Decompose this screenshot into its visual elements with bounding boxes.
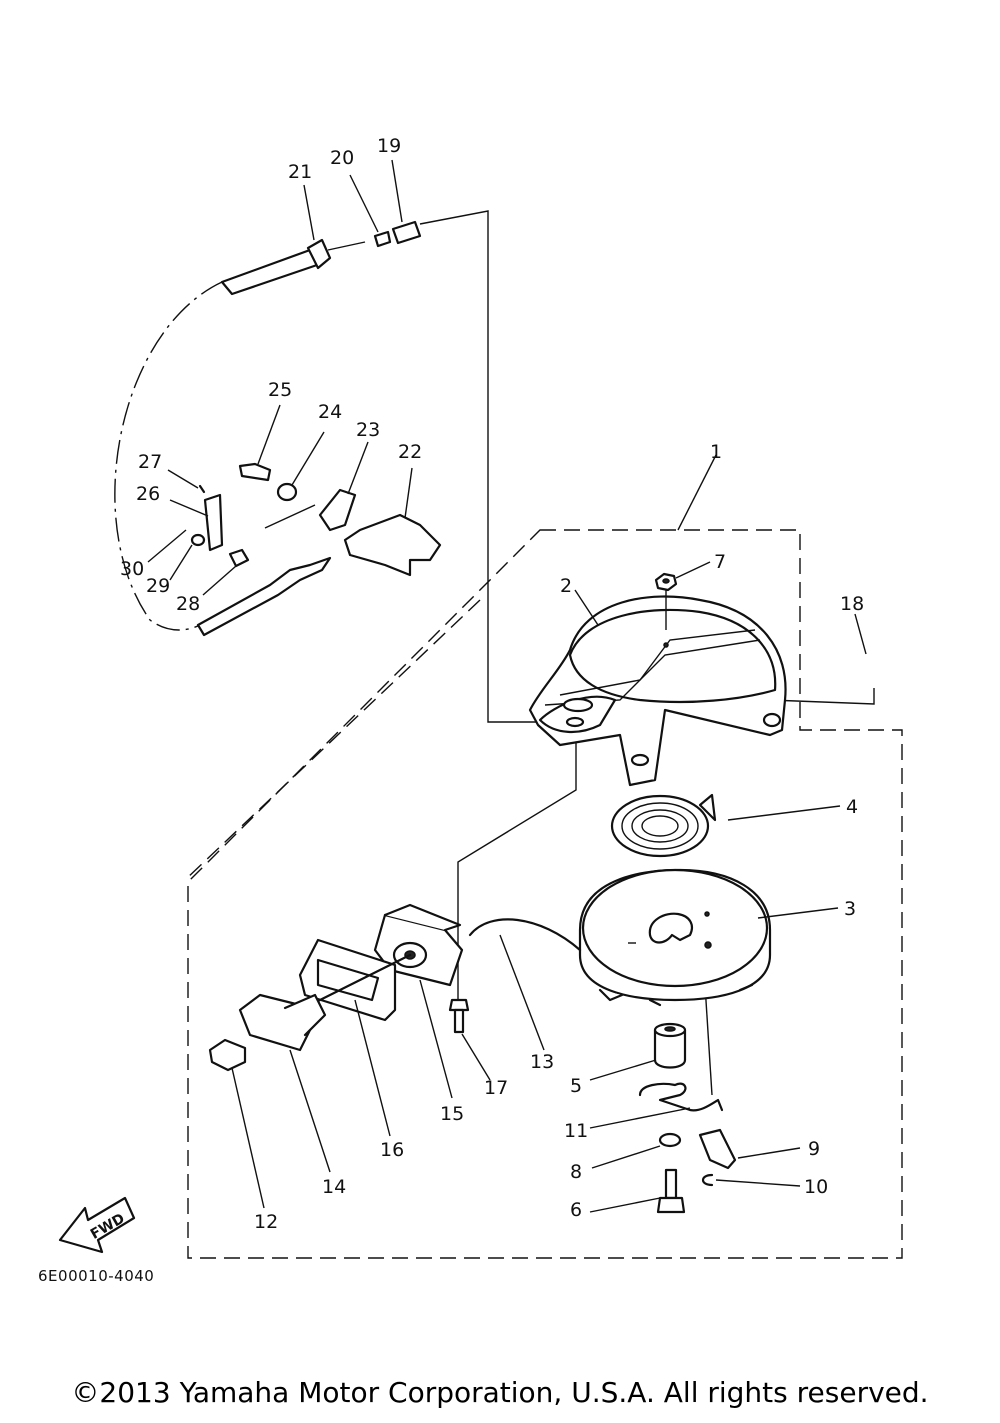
handle-grip <box>298 938 397 1022</box>
callout-13: 13 <box>530 1051 554 1073</box>
lever-collar <box>276 482 298 502</box>
lower-cable <box>196 556 332 637</box>
callout-24: 24 <box>318 401 342 423</box>
callout-6: 6 <box>570 1199 582 1221</box>
lever-bolt <box>238 462 272 482</box>
starter-handle <box>238 993 327 1052</box>
callout-27: 27 <box>138 451 162 473</box>
callout-2: 2 <box>560 575 572 597</box>
washer <box>658 1132 682 1148</box>
guide-line-lever <box>264 504 316 529</box>
throttle-lever <box>318 488 357 532</box>
callout-22: 22 <box>398 441 422 463</box>
callout-16: 16 <box>380 1139 404 1161</box>
nut <box>654 572 678 592</box>
callout-18: 18 <box>840 593 864 615</box>
callout-7: 7 <box>714 551 726 573</box>
callout-19: 19 <box>377 135 401 157</box>
callout-20: 20 <box>330 147 354 169</box>
callout-4: 4 <box>846 796 858 818</box>
cable-end <box>391 220 422 245</box>
collar <box>653 1022 687 1069</box>
circlip <box>701 1173 714 1187</box>
callout-9: 9 <box>808 1138 820 1160</box>
callout-25: 25 <box>268 379 292 401</box>
link-washer <box>190 533 206 547</box>
guide-bolt <box>448 998 470 1034</box>
callout-12: 12 <box>254 1211 278 1233</box>
guide-line-ratchet <box>704 984 713 1096</box>
guide-line-throttle <box>419 210 540 723</box>
callout-30: 30 <box>120 558 144 580</box>
callout-11: 11 <box>564 1120 588 1142</box>
return-spring <box>638 1082 724 1112</box>
link-rod <box>203 493 224 552</box>
drawing-code: 6E00010-4040 <box>38 1267 155 1285</box>
callout-17: 17 <box>484 1077 508 1099</box>
callout-14: 14 <box>322 1176 346 1198</box>
callout-26: 26 <box>136 483 160 505</box>
copyright-notice: ©2013 Yamaha Motor Corporation, U.S.A. A… <box>71 1376 929 1409</box>
sheave-drum <box>578 868 772 1007</box>
callout-23: 23 <box>356 419 380 441</box>
callout-28: 28 <box>176 593 200 615</box>
callout-10: 10 <box>804 1176 828 1198</box>
assembly-boundary <box>187 529 903 1259</box>
cable-loop-line <box>114 281 223 631</box>
drive-pawl <box>698 1128 737 1170</box>
callout-5: 5 <box>570 1075 582 1097</box>
cable-spring <box>373 230 392 248</box>
starter-housing <box>528 595 787 787</box>
guide-line-bolt18 <box>769 688 875 705</box>
forward-arrow: FWD <box>58 1196 136 1254</box>
guide-line-pulley <box>457 735 577 1000</box>
throttle-bracket <box>343 513 442 577</box>
callout-labels: 1 2 3 4 5 6 7 8 9 10 11 12 13 14 15 16 1… <box>120 135 864 1233</box>
callout-8: 8 <box>570 1161 582 1183</box>
callout-21: 21 <box>288 161 312 183</box>
throttle-cable <box>220 238 366 296</box>
link-pin <box>228 548 250 568</box>
handle-plug <box>208 1038 247 1072</box>
callout-1: 1 <box>710 441 722 463</box>
callout-3: 3 <box>844 898 856 920</box>
starter-rope <box>468 918 582 952</box>
cable-routing-line <box>184 599 481 881</box>
callout-29: 29 <box>146 575 170 597</box>
link-clip <box>198 484 206 494</box>
spiral-spring <box>610 793 717 858</box>
pulley-bolt <box>656 1168 686 1214</box>
callout-15: 15 <box>440 1103 464 1125</box>
leader-lines <box>147 159 867 1213</box>
